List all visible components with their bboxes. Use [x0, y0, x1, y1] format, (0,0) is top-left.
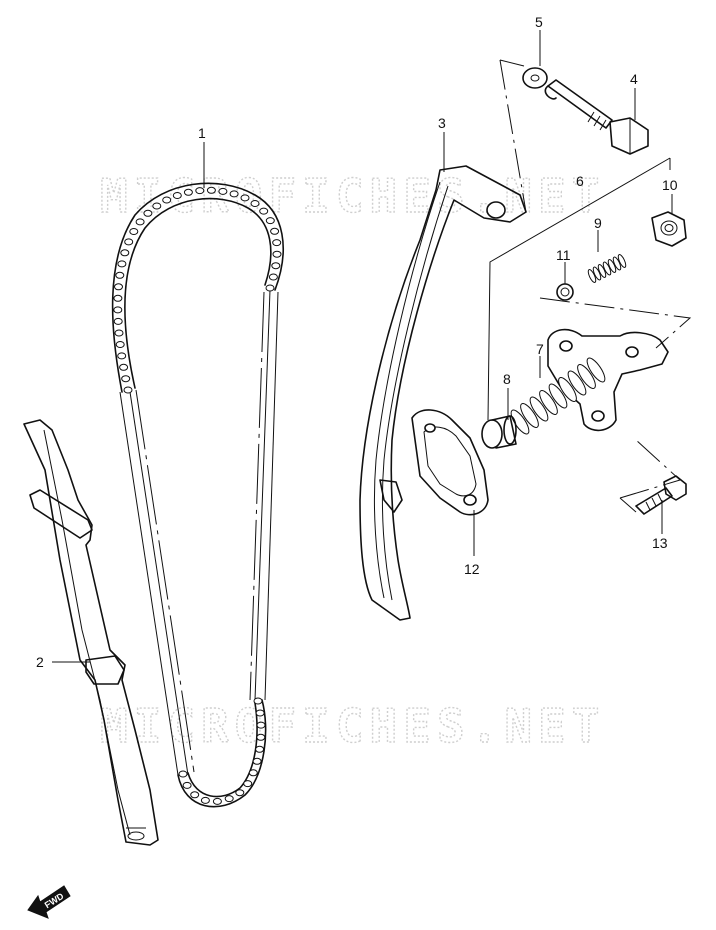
nut-10: [651, 211, 687, 247]
chain-link: [182, 781, 192, 789]
chain-link: [114, 283, 123, 291]
chain-link: [172, 192, 182, 199]
chain-link: [113, 294, 123, 302]
spring-9: [587, 254, 627, 283]
chain-link: [113, 306, 123, 314]
gasket-12: [411, 409, 489, 516]
chain-link: [250, 200, 260, 207]
chain-link: [218, 187, 228, 195]
chain-link: [195, 187, 205, 195]
part-number-12: 12: [464, 561, 480, 577]
washer-11: [556, 283, 574, 301]
chain-link: [190, 791, 200, 799]
chain-link: [271, 262, 281, 270]
chain-link: [212, 797, 222, 805]
part-number-3: 3: [438, 115, 446, 131]
part-number-8: 8: [503, 371, 511, 387]
leader-lines: [52, 30, 692, 663]
bolt-4: [544, 79, 649, 155]
part-number-11: 11: [556, 247, 571, 263]
chain-link: [256, 733, 266, 741]
chain-link: [270, 227, 280, 235]
chain-link: [115, 271, 125, 279]
part-number-2: 2: [36, 654, 44, 670]
chain-link: [117, 260, 127, 268]
part-number-7: 7: [536, 341, 544, 357]
part-number-4: 4: [630, 71, 638, 87]
chain-link: [113, 317, 123, 325]
fwd-arrow: FWD: [27, 885, 71, 919]
plunger-8: [481, 415, 517, 449]
chain-link: [117, 352, 127, 360]
washer-5: [522, 67, 548, 89]
chain-link: [129, 228, 139, 235]
chain-guide: [23, 419, 159, 846]
chain-link: [268, 273, 278, 281]
chain-link: [114, 329, 124, 337]
chain-link: [115, 341, 125, 348]
watermark-top: MICROFICHES.NET: [100, 169, 605, 223]
chain-link: [123, 386, 133, 394]
chain-link: [143, 209, 153, 217]
chain-link: [265, 284, 275, 292]
chain-link: [229, 190, 239, 198]
chain-link: [200, 796, 210, 804]
chain-link: [272, 239, 282, 247]
chain-link: [243, 780, 253, 788]
part-number-1: 1: [198, 125, 206, 141]
bolt-13: [635, 475, 687, 515]
chain-link: [265, 217, 275, 225]
chain-link: [248, 769, 258, 777]
chain-link: [252, 757, 262, 765]
chain-link: [224, 795, 234, 803]
part-number-10: 10: [662, 177, 678, 193]
chain-link: [259, 207, 269, 215]
tensioner-guide: [359, 165, 527, 621]
tensioner-body-7: [510, 328, 669, 435]
chain-link: [152, 202, 162, 210]
assembly-6-bracket: [487, 157, 671, 421]
watermark-bottom: MICROFICHES.NET: [100, 699, 605, 753]
chain-link: [240, 194, 250, 202]
chain-link: [183, 188, 193, 196]
chain-link: [178, 770, 188, 778]
part-number-6: 6: [576, 173, 584, 189]
chain-link: [253, 697, 263, 705]
chain-link: [255, 709, 265, 717]
part-numbers: 1 2 3 4 5 6 7 8 9 10 11 12 13: [36, 14, 678, 670]
chain-link: [124, 238, 134, 246]
chain-link: [119, 363, 129, 371]
chain-link: [120, 249, 130, 257]
chain-link: [256, 721, 266, 729]
chain-link: [162, 196, 172, 204]
chain-link: [206, 186, 216, 194]
chain-link: [235, 789, 245, 797]
chain-link: [121, 375, 131, 383]
part-number-13: 13: [652, 535, 668, 551]
cam-chain: [111, 182, 284, 808]
part-number-9: 9: [594, 215, 602, 231]
chain-link: [272, 250, 282, 258]
part-number-5: 5: [535, 14, 543, 30]
chain-link: [255, 745, 265, 753]
chain-link: [135, 218, 145, 226]
